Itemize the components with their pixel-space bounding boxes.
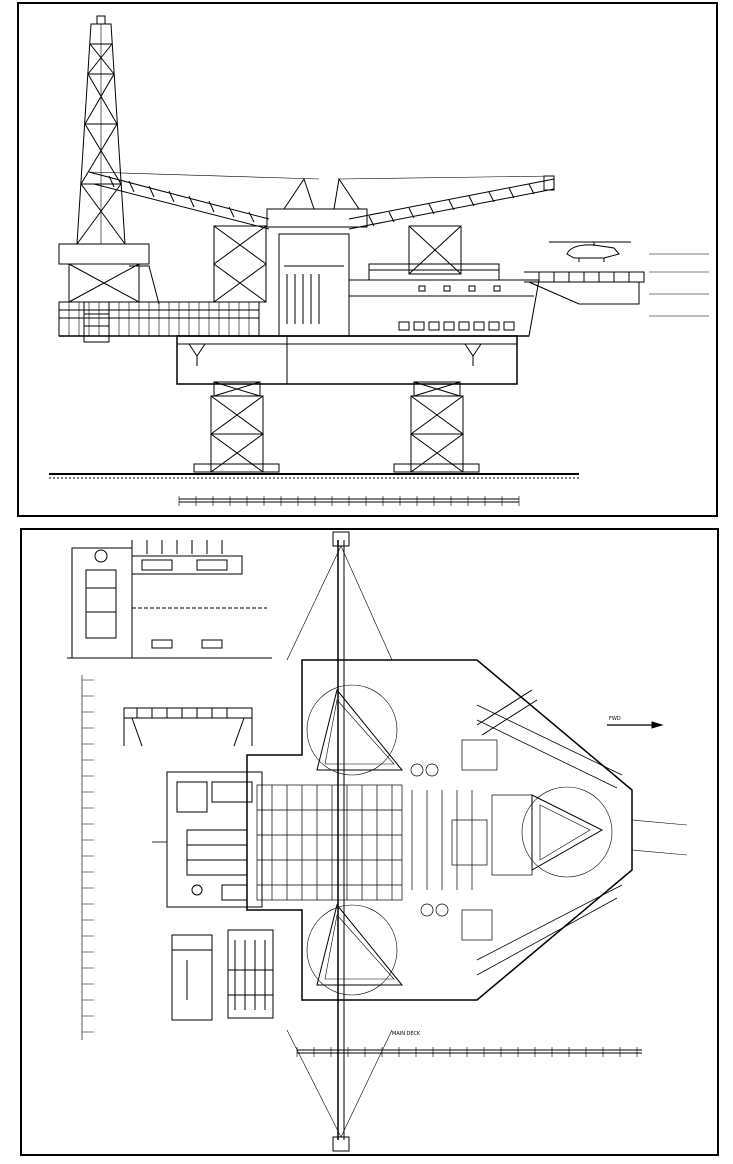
drill-floor — [58, 243, 160, 343]
elevation-sheet — [17, 2, 718, 517]
detail-drill-floor-plan — [67, 540, 272, 659]
plan-drawing: FWD MAIN DECK — [67, 531, 688, 1152]
derrick-tower — [76, 15, 126, 245]
leg-triangle-lower — [306, 903, 404, 996]
catwalk-lower — [476, 884, 623, 976]
bow-mooring-lines — [631, 819, 688, 856]
seabed — [49, 473, 579, 479]
fwd-label: FWD — [609, 716, 621, 722]
leg-upper — [213, 381, 461, 397]
accommodation-block — [348, 263, 540, 337]
fwd-arrow-icon — [607, 721, 664, 729]
main-deck-title: MAIN DECK — [392, 1031, 421, 1037]
crane-pedestals — [213, 177, 462, 303]
scale-bar — [178, 496, 520, 506]
main-deck-outline — [246, 659, 633, 1001]
detail-accommodation-a — [171, 934, 213, 1021]
crane-boom-diagonal — [476, 689, 538, 736]
leg-right — [393, 395, 480, 473]
detail-control-room — [166, 771, 263, 908]
leg-triangle-bow — [521, 786, 613, 878]
leg-triangle-upper — [306, 684, 404, 776]
level-markers — [649, 253, 709, 317]
hull — [176, 335, 518, 385]
plan-sheet: FWD MAIN DECK — [20, 528, 719, 1156]
equipment-area — [410, 739, 533, 941]
crane-boom-left — [88, 171, 320, 230]
pipe-deck-grid — [256, 784, 403, 901]
catwalk-upper — [476, 704, 623, 789]
detail-pipe-rack — [123, 707, 253, 747]
central-module — [278, 233, 350, 337]
crane-boom-right — [338, 175, 555, 230]
main-deck — [58, 301, 529, 337]
detail-accommodation-b — [227, 929, 274, 1019]
vertical-ruler — [81, 675, 94, 1040]
helicopter-icon — [549, 241, 631, 262]
leg-left — [193, 395, 280, 473]
elevation-drawing — [49, 15, 709, 506]
plan-scale-bar — [296, 1047, 642, 1057]
crane-boom-center — [286, 531, 393, 1152]
helideck — [524, 271, 645, 305]
